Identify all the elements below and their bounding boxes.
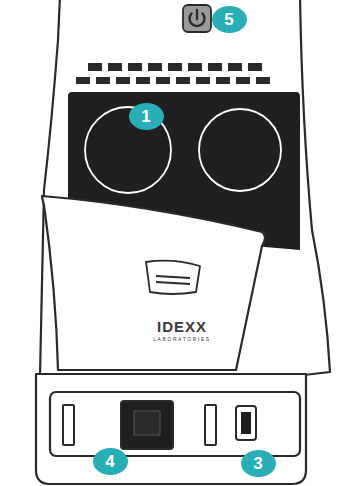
brand-logo: IDEXX [157,319,207,335]
callout-number: 4 [93,448,128,475]
cuvette-slot [199,109,281,191]
callout-number: 5 [212,6,247,33]
callout-number: 1 [129,103,164,130]
base [36,374,306,484]
port-panel [50,392,300,456]
power-button [183,5,211,32]
housing [40,0,330,375]
ports [63,401,256,449]
brand-subtitle: LABORATORIES [153,336,211,342]
lid [42,196,265,370]
callout-number: 3 [241,450,276,477]
vent-slots [76,63,270,84]
lid-latch [146,261,200,294]
